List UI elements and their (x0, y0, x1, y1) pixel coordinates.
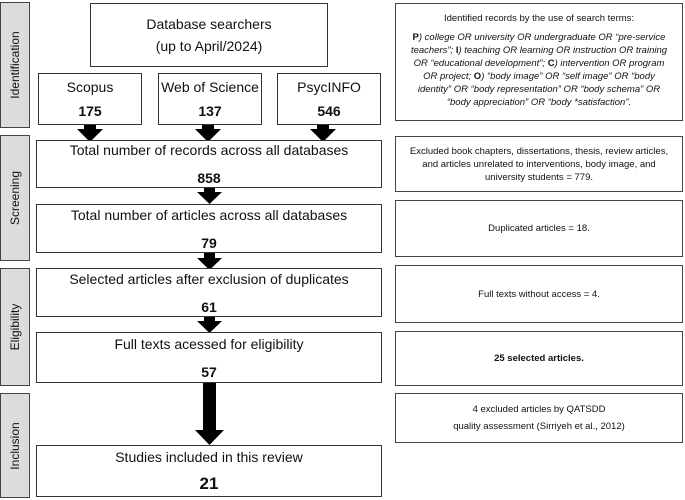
stage-screening: Screening (0, 135, 30, 261)
total-records-label: Total number of records across all datab… (69, 142, 349, 158)
duplicated-note: Duplicated articles = 18. (395, 200, 683, 257)
included-label: Studies included in this review (115, 449, 303, 465)
total-records-box: Total number of records across all datab… (36, 140, 382, 188)
selected-articles-count: 61 (201, 298, 217, 315)
search-terms-title: Identified records by the use of search … (443, 13, 635, 24)
selected-text: 25 selected articles. (494, 353, 584, 364)
full-texts-count: 57 (201, 363, 217, 380)
total-records-count: 858 (197, 170, 221, 186)
psycinfo-count: 546 (317, 103, 341, 119)
pico-p-terms: ) college OR university OR undergraduate… (410, 32, 666, 56)
arrow-fulltexts-down (195, 383, 224, 445)
stage-eligibility: Eligibility (0, 268, 30, 386)
scopus-box: Scopus 175 (38, 73, 142, 125)
arrow-selected-down (197, 317, 222, 333)
duplicated-text: Duplicated articles = 18. (488, 223, 590, 234)
full-texts-label: Full texts acessed for eligibility (114, 335, 304, 352)
excluded-types-note: Excluded book chapters, dissertations, t… (395, 136, 683, 192)
search-terms-note: Identified records by the use of search … (395, 3, 683, 121)
total-articles-label: Total number of articles across all data… (70, 206, 348, 223)
selected-articles-box: Selected articles after exclusion of dup… (36, 268, 382, 317)
scopus-label: Scopus (66, 79, 114, 95)
pico-i-terms: ) teaching OR learning OR instruction OR… (413, 45, 668, 69)
included-box: Studies included in this review 21 (36, 445, 382, 497)
web-of-science-count: 137 (198, 103, 222, 119)
arrow-scopus-down (77, 124, 103, 142)
total-articles-count: 79 (201, 234, 217, 251)
database-searchers-title: Database searchers (146, 16, 272, 32)
included-count: 21 (199, 474, 219, 493)
scopus-count: 175 (78, 103, 102, 119)
pico-c-key: C (547, 58, 555, 69)
pico-i-key: I (455, 45, 459, 56)
stage-identification: Identification (0, 2, 30, 128)
arrow-wos-down (195, 124, 221, 142)
full-texts-box: Full texts acessed for eligibility 57 (36, 332, 382, 383)
pico-p-key: P (412, 32, 419, 43)
pico-c-terms: ) intervention OR program OR project; (423, 58, 665, 82)
excluded-types-text: Excluded book chapters, dissertations, t… (409, 145, 669, 183)
no-access-note: Full texts without access = 4. (395, 265, 683, 323)
arrow-records-down (197, 188, 222, 204)
web-of-science-box: Web of Science 137 (158, 73, 262, 125)
selected-note: 25 selected articles. (395, 331, 683, 386)
no-access-text: Full texts without access = 4. (478, 288, 600, 300)
psycinfo-box: PsycINFO 546 (277, 73, 381, 125)
selected-articles-label: Selected articles after exclusion of dup… (69, 270, 349, 287)
database-searchers-period: (up to April/2024) (155, 38, 263, 54)
web-of-science-label: Web of Science (161, 79, 259, 95)
pico-o-key: O (473, 71, 482, 82)
database-searchers-box: Database searchers (up to April/2024) (90, 3, 328, 67)
arrow-articles-down (197, 253, 222, 270)
stage-inclusion: Inclusion (0, 393, 30, 498)
qatsdd-line-2: quality assessment (Sirriyeh et al., 201… (453, 421, 625, 432)
qatsdd-note: 4 excluded articles by QATSDD quality as… (395, 393, 683, 443)
total-articles-box: Total number of articles across all data… (36, 204, 382, 253)
pico-o-terms: ) “body image” OR “self image” OR “body … (417, 71, 661, 108)
arrow-psycinfo-down (310, 124, 336, 142)
qatsdd-line-1: 4 excluded articles by QATSDD (472, 404, 606, 415)
psycinfo-label: PsycINFO (297, 79, 361, 95)
